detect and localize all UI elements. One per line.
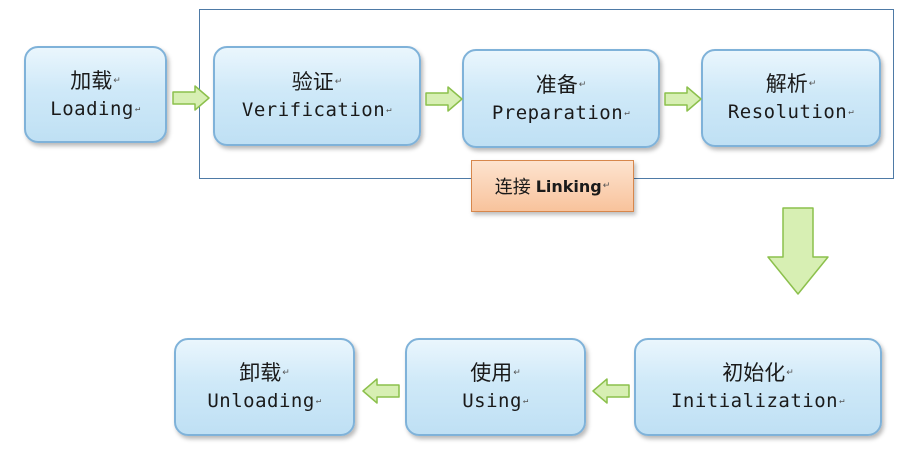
paragraph-mark: ↵ [624, 107, 631, 118]
stage-preparation: 准备↵ Preparation↵ [462, 49, 660, 148]
stage-initialization: 初始化↵ Initialization↵ [634, 338, 882, 436]
arrow-initialization-to-using [592, 378, 630, 404]
paragraph-mark: ↵ [578, 79, 587, 90]
paragraph-mark: ↵ [786, 368, 794, 378]
stage-resolution-en: Resolution [727, 101, 848, 123]
stage-using-zh: 使用 [470, 361, 513, 385]
arrow-using-to-unloading [362, 378, 400, 404]
paragraph-mark: ↵ [315, 396, 322, 406]
arrow-linking-to-initialization [767, 207, 829, 295]
stage-loading-zh: 加载 [70, 68, 113, 93]
stage-initialization-en: Initialization [670, 390, 839, 412]
stage-verification: 验证↵ Verification↵ [213, 46, 421, 146]
stage-loading: 加载↵ Loading↵ [24, 46, 167, 143]
paragraph-mark: ↵ [839, 396, 846, 406]
paragraph-mark: ↵ [334, 77, 343, 87]
arrow-preparation-to-resolution [664, 86, 702, 112]
stage-verification-en: Verification [241, 99, 386, 121]
arrow-verification-to-preparation [425, 86, 463, 112]
paragraph-mark: ↵ [113, 75, 121, 86]
stage-verification-zh: 验证 [291, 70, 334, 94]
stage-using: 使用↵ Using↵ [405, 338, 586, 436]
linking-label: 连接 Linking ↵ [471, 160, 634, 212]
paragraph-mark: ↵ [513, 368, 521, 378]
paragraph-mark: ↵ [134, 103, 141, 114]
paragraph-mark: ↵ [602, 181, 611, 191]
paragraph-mark: ↵ [808, 79, 817, 89]
stage-using-en: Using [462, 390, 522, 412]
linking-label-zh: 连接 [494, 177, 531, 198]
paragraph-mark: ↵ [386, 105, 393, 115]
paragraph-mark: ↵ [522, 396, 529, 406]
stage-resolution-zh: 解析 [765, 72, 808, 96]
stage-unloading-zh: 卸载 [239, 361, 282, 385]
paragraph-mark: ↵ [282, 368, 290, 378]
stage-resolution: 解析↵ Resolution↵ [701, 49, 881, 147]
stage-loading-en: Loading [50, 97, 134, 120]
stage-initialization-zh: 初始化 [722, 361, 786, 385]
paragraph-mark: ↵ [848, 107, 855, 117]
stage-preparation-en: Preparation [491, 101, 624, 124]
stage-unloading: 卸载↵ Unloading↵ [174, 338, 355, 436]
stage-unloading-en: Unloading [207, 390, 315, 412]
arrow-loading-to-verification [172, 85, 210, 111]
linking-label-en: Linking [535, 176, 602, 196]
stage-preparation-zh: 准备 [535, 72, 578, 97]
